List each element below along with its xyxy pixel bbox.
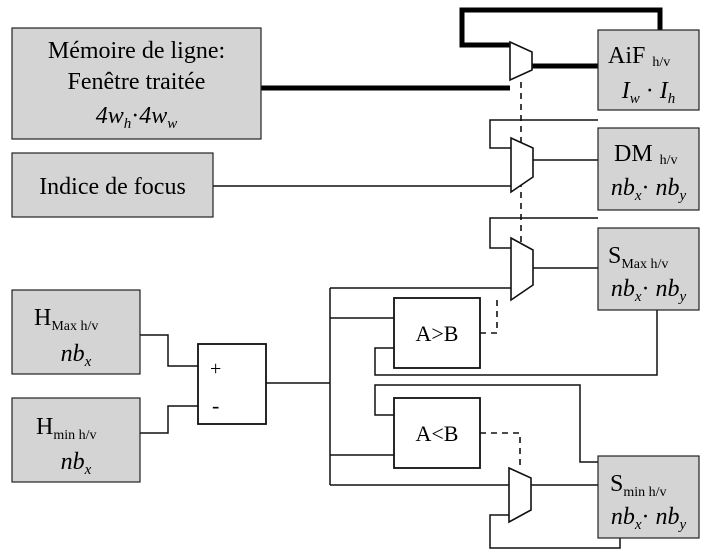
wire-smin-to-alt (374, 384, 600, 463)
smin-block: Smin h/v nbx· nby (597, 455, 700, 539)
wire-dm-feedback (489, 119, 598, 149)
hmin-title: Hmin h/v (36, 414, 97, 443)
subtractor-block: + - (197, 343, 267, 425)
control-agt-to-mux (480, 300, 498, 334)
line-memory-title: Mémoire de ligne: (48, 38, 225, 64)
subtractor-minus: - (212, 393, 219, 418)
smax-title: SMax h/v (608, 243, 668, 272)
smax-size: nbx· nby (611, 276, 687, 305)
wire-hmax-to-sub (140, 334, 198, 367)
multiplexers (508, 40, 534, 524)
hmax-block: HMax h/v nbx (11, 289, 141, 375)
wire-smax-feedback (489, 217, 598, 249)
focus-index-label: Indice de focus (39, 174, 186, 200)
focus-index-block: Indice de focus (11, 152, 214, 218)
hmax-size: nbx (61, 341, 92, 370)
hmin-size: nbx (61, 449, 92, 478)
bus-aif-feedback (459, 7, 663, 48)
smax-block: SMax h/v nbx· nby (597, 227, 700, 311)
comparator-less-label: A<B (416, 421, 459, 446)
line-memory-block: Mémoire de ligne: Fenêtre traitée 4wh·4w… (11, 27, 262, 140)
mux-smax (510, 236, 534, 302)
comparator-greater-label: A>B (416, 321, 459, 346)
smin-title: Smin h/v (610, 471, 667, 500)
wire-smax-to-agt (374, 268, 658, 376)
mux-smin (508, 466, 532, 524)
control-alt-to-mux (480, 432, 521, 468)
comparator-greater-block: A>B (393, 297, 481, 369)
wire-hmin-to-sub (140, 405, 198, 434)
line-memory-size: 4wh·4ww (96, 103, 178, 132)
hmax-title: HMax h/v (34, 305, 98, 334)
line-memory-subtitle: Fenêtre traitée (68, 69, 206, 95)
subtractor-plus: + (210, 358, 221, 380)
mux-aif (509, 40, 533, 82)
comparator-less-block: A<B (393, 397, 481, 469)
smin-size: nbx· nby (611, 504, 687, 533)
hmin-block: Hmin h/v nbx (11, 397, 141, 483)
dm-size: nbx· nby (611, 175, 687, 204)
aif-size: Iw · Ih (621, 78, 676, 107)
mux-dm (510, 136, 534, 194)
wires (140, 7, 663, 549)
control-lines (480, 82, 522, 468)
